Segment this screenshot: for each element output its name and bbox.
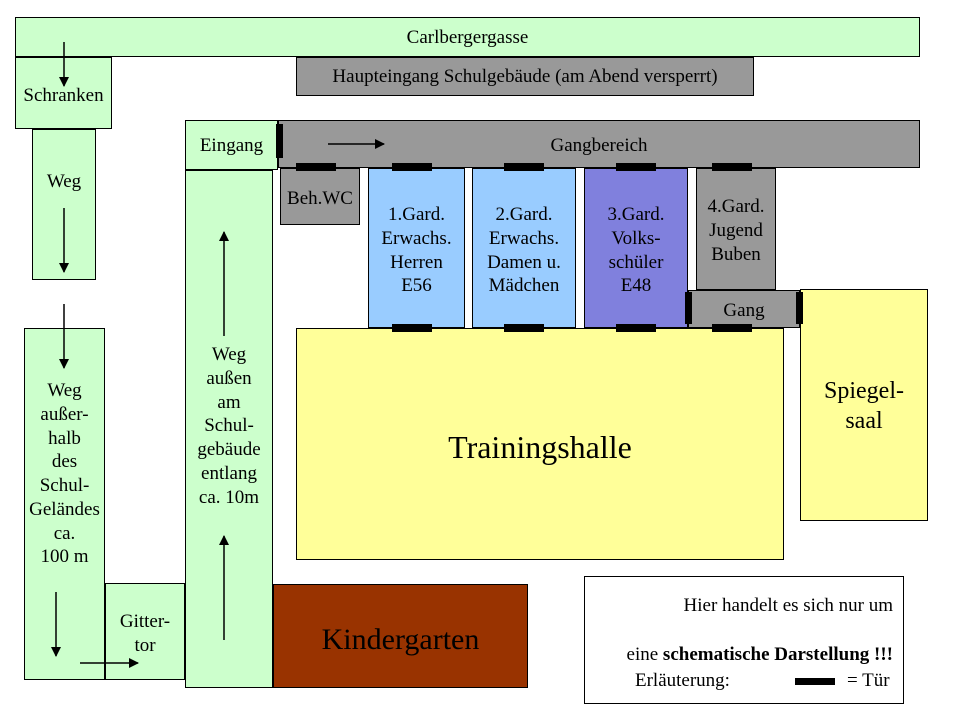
path-upper: Weg bbox=[32, 129, 96, 280]
entrance: Eingang bbox=[185, 120, 278, 170]
door-gang-right bbox=[796, 292, 803, 324]
note-line-2-bold: schematische Darstellung !!! bbox=[662, 643, 893, 665]
changing-room-1: 1.Gard. Erwachs. Herren E56 bbox=[368, 168, 465, 328]
training-hall-label: Trainingshalle bbox=[448, 429, 632, 465]
door-training-hall bbox=[712, 324, 752, 332]
door-room-2-bottom bbox=[504, 324, 544, 332]
changing-room-3: 3.Gard. Volks- schüler E48 bbox=[584, 168, 688, 328]
gate-label: Gitter- tor bbox=[119, 611, 171, 656]
changing-room-4-label: 4.Gard. Jugend Buben bbox=[707, 196, 765, 265]
path-along-building: Weg außen am Schul- gebäude entlang ca. … bbox=[185, 170, 273, 688]
path-upper-label: Weg bbox=[46, 171, 82, 192]
street-label: Carlbergergasse bbox=[406, 27, 529, 48]
disabled-wc-label: Beh.WC bbox=[287, 188, 353, 209]
changing-room-2: 2.Gard. Erwachs. Damen u. Mädchen bbox=[472, 168, 576, 328]
note-line-1: Hier handelt es sich nur um bbox=[683, 595, 893, 616]
door-entrance bbox=[276, 124, 283, 158]
door-room-4-top bbox=[712, 163, 752, 171]
door-wc bbox=[296, 163, 336, 171]
barrier: Schranken bbox=[15, 57, 112, 129]
note-line-2: eine schematische Darstellung !!! bbox=[585, 619, 893, 667]
kindergarten-label: Kindergarten bbox=[321, 623, 480, 656]
path-along-label: Weg außen am Schul- gebäude entlang ca. … bbox=[197, 344, 261, 508]
door-gang-left bbox=[685, 292, 692, 324]
gang: Gang bbox=[688, 290, 800, 328]
street-carlbergergasse: Carlbergergasse bbox=[15, 17, 920, 57]
corridor: Gangbereich bbox=[278, 120, 920, 168]
door-room-1-bottom bbox=[392, 324, 432, 332]
legend-door-symbol bbox=[795, 678, 835, 685]
changing-room-1-label: 1.Gard. Erwachs. Herren E56 bbox=[381, 204, 452, 297]
kindergarten: Kindergarten bbox=[273, 584, 528, 688]
main-entrance-label: Haupteingang Schulgebäude (am Abend vers… bbox=[332, 66, 718, 87]
note-line-2-prefix: eine bbox=[626, 643, 663, 665]
door-room-3-top bbox=[616, 163, 656, 171]
path-outside-label: Weg außer- halb des Schul- Geländes ca. … bbox=[29, 380, 100, 568]
door-room-3-bottom bbox=[616, 324, 656, 332]
disabled-wc: Beh.WC bbox=[280, 168, 360, 225]
gang-label: Gang bbox=[723, 300, 765, 321]
gate: Gitter- tor bbox=[105, 583, 185, 680]
path-outside-school: Weg außer- halb des Schul- Geländes ca. … bbox=[24, 328, 105, 680]
entrance-label: Eingang bbox=[199, 135, 264, 156]
changing-room-4: 4.Gard. Jugend Buben bbox=[696, 168, 776, 290]
barrier-label: Schranken bbox=[23, 85, 104, 106]
legend-label: Erläuterung: bbox=[635, 670, 730, 691]
door-room-1-top bbox=[392, 163, 432, 171]
note-box: Hier handelt es sich nur um eine schemat… bbox=[584, 576, 904, 704]
changing-room-3-label: 3.Gard. Volks- schüler E48 bbox=[607, 204, 665, 297]
mirror-hall: Spiegel- saal bbox=[800, 289, 928, 521]
main-entrance: Haupteingang Schulgebäude (am Abend vers… bbox=[296, 57, 754, 96]
corridor-label: Gangbereich bbox=[550, 135, 648, 156]
training-hall: Trainingshalle bbox=[296, 328, 784, 560]
door-room-2-top bbox=[504, 163, 544, 171]
changing-room-2-label: 2.Gard. Erwachs. Damen u. Mädchen bbox=[487, 204, 561, 297]
mirror-hall-label: Spiegel- saal bbox=[824, 378, 904, 434]
legend-value: = Tür bbox=[847, 670, 890, 691]
